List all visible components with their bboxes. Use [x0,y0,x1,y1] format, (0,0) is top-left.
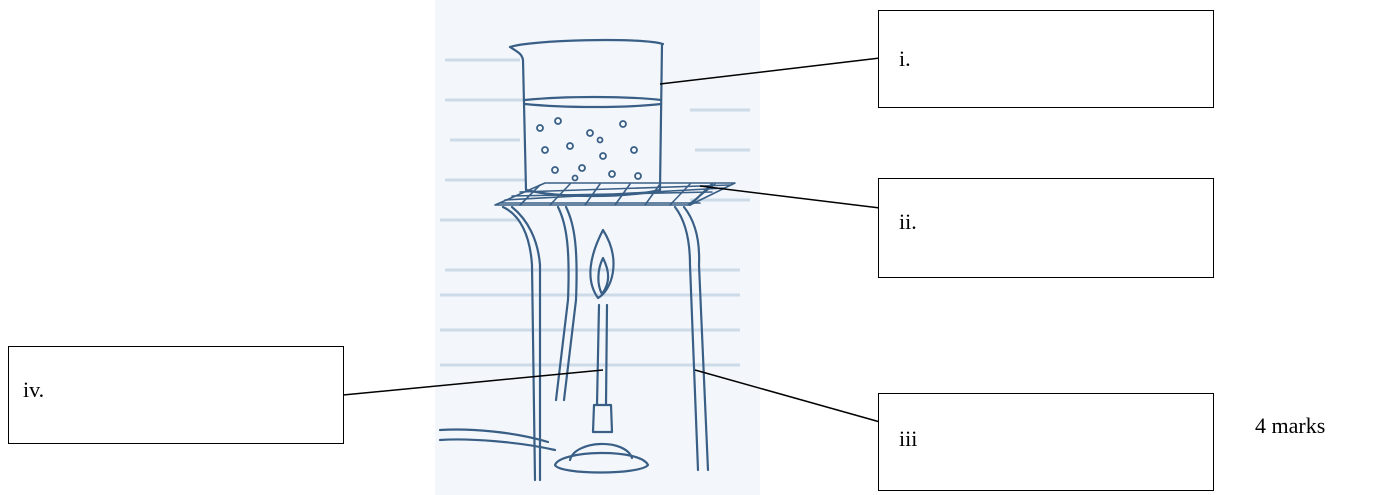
bleed-through-text [440,58,750,367]
scan-background [435,0,760,495]
label-ii: ii. [899,209,917,234]
sketch-lines [438,38,736,482]
leader-lines [342,57,881,423]
bubbles [536,117,642,182]
wire-gauze [494,182,736,206]
bunsen-burner [438,303,650,474]
label-iv: iv. [23,377,45,402]
marks-text: 4 marks [1255,413,1326,438]
label-iii: iii [899,426,918,451]
label-box-ii[interactable]: ii. [878,178,1214,278]
leader-line-ii [699,185,881,209]
label-i: i. [899,46,911,71]
leader-line-i [659,57,881,85]
label-box-iv[interactable]: iv. [8,346,344,444]
label-box-i[interactable]: i. [878,10,1214,108]
tripod-stand [501,182,714,482]
leader-line-iii [694,369,881,423]
leader-line-iv [342,369,604,396]
label-box-iii[interactable]: iii [878,393,1214,491]
flame [589,228,615,300]
